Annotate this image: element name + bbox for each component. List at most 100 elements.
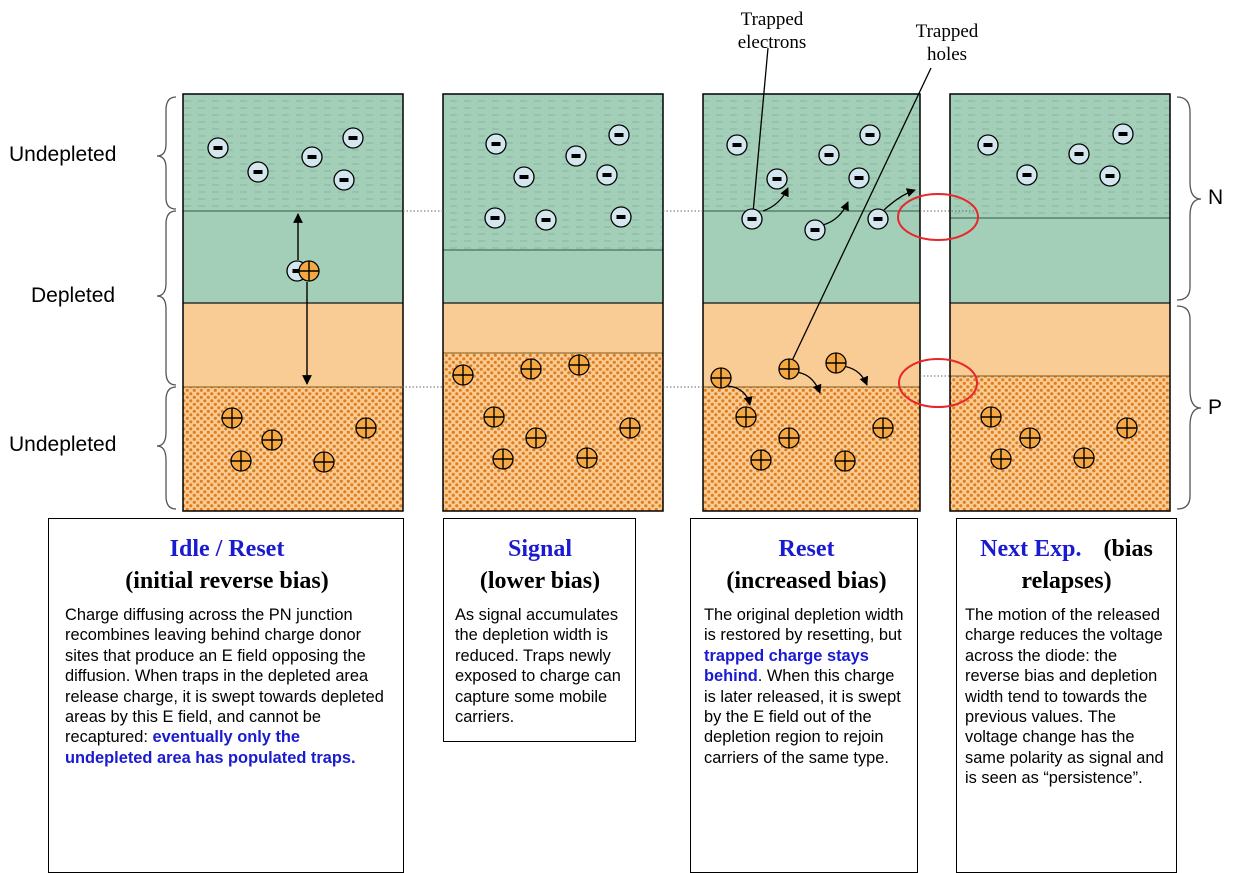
hole-icon — [576, 447, 598, 469]
callout-line-2: holes — [926, 44, 968, 65]
callout-line-1: Trapped — [915, 21, 979, 42]
panel-3-title: Reset — [778, 536, 835, 562]
electron-icon — [535, 209, 557, 231]
panel-1-text: Charge diffusing across the PN junction … — [65, 605, 389, 768]
panel-3-subtitle: (increased bias) — [726, 568, 887, 594]
electron-icon — [247, 161, 269, 183]
panel-4-title: Next Exp. — [980, 536, 1082, 562]
trapped-holes-callout: Trapped holes — [905, 20, 989, 66]
callout-line-2: electrons — [737, 32, 807, 53]
trapped-electrons-callout: Trapped electrons — [724, 8, 820, 54]
electron-icon — [596, 164, 618, 186]
label-undepleted-top: Undepleted — [9, 143, 117, 166]
panel-3-text: The original depletion width is restored… — [704, 605, 909, 768]
panel-1-subtitle: (initial reverse bias) — [125, 568, 329, 594]
panel-2-text: As signal accumulates the depletion widt… — [455, 606, 621, 727]
hole-icon — [872, 417, 894, 439]
charge-carriers — [207, 123, 1138, 473]
electron-icon — [766, 168, 788, 190]
hole-icon — [1116, 417, 1138, 439]
panel-2-subtitle: (lower bias) — [479, 568, 601, 594]
electron-icon — [485, 133, 507, 155]
panel-2-column — [442, 93, 664, 512]
guide-lines — [360, 210, 975, 388]
highlight-n-ellipse — [897, 193, 979, 241]
electron-icon — [741, 208, 763, 230]
hole-icon — [619, 417, 641, 439]
panel-4-column — [949, 93, 1171, 512]
electron-icon — [608, 124, 630, 146]
hole-icon — [778, 358, 800, 380]
electron-icon — [484, 207, 506, 229]
electron-icon — [513, 166, 535, 188]
electron-icon — [726, 134, 748, 156]
hole-icon — [750, 449, 772, 471]
hole-icon — [735, 406, 757, 428]
electron-icon — [804, 219, 826, 241]
electron-icon — [818, 144, 840, 166]
panel-4-subtitle-inline: (bias — [1103, 536, 1153, 562]
hole-icon — [230, 450, 252, 472]
right-braces — [1176, 96, 1202, 510]
label-undepleted-bottom: Undepleted — [9, 433, 117, 456]
hole-icon — [298, 260, 320, 282]
panel-4-title-line: Next Exp. (bias — [965, 533, 1168, 565]
panel-1-title: Idle / Reset — [169, 536, 285, 562]
hole-icon — [525, 427, 547, 449]
callout-line-1: Trapped — [740, 9, 804, 30]
panel-3-column — [702, 93, 921, 512]
electron-icon — [848, 167, 870, 189]
left-braces — [156, 96, 177, 510]
panel-1-description-box: Idle / Reset (initial reverse bias) Char… — [48, 518, 404, 873]
panel-2-description-box: Signal (lower bias) As signal accumulate… — [443, 518, 636, 742]
electron-icon — [1068, 143, 1090, 165]
hole-icon — [834, 450, 856, 472]
hole-icon — [778, 427, 800, 449]
highlight-p-ellipse — [898, 358, 978, 408]
hole-icon — [520, 358, 542, 380]
panel-3-tail: . When this charge is later released, it… — [704, 667, 901, 767]
label-n: N — [1208, 186, 1224, 209]
hole-icon — [980, 406, 1002, 428]
hole-icon — [483, 406, 505, 428]
hole-icon — [568, 354, 590, 376]
panel-1-emphasis: eventually only the undepleted area has … — [65, 728, 356, 767]
hole-icon — [452, 364, 474, 386]
panel-4-description-box: Next Exp. (bias relapses) The motion of t… — [956, 518, 1177, 873]
panel-3-body: The original depletion width is restored… — [704, 606, 904, 645]
electron-icon — [867, 208, 889, 230]
electron-icon — [977, 134, 999, 156]
hole-icon — [355, 417, 377, 439]
electron-icon — [1016, 164, 1038, 186]
panel-1-column — [182, 93, 404, 512]
hole-icon — [1073, 447, 1095, 469]
electron-icon — [565, 145, 587, 167]
electron-icon — [333, 169, 355, 191]
electron-icon — [342, 127, 364, 149]
hole-icon — [492, 448, 514, 470]
hole-icon — [261, 429, 283, 451]
panel-3-arrows — [727, 47, 932, 406]
electron-icon — [1112, 123, 1134, 145]
hole-icon — [313, 451, 335, 473]
label-p: P — [1208, 396, 1223, 419]
label-depleted: Depleted — [31, 284, 116, 307]
electron-icon — [859, 124, 881, 146]
panel-2-title: Signal — [507, 536, 573, 562]
hole-icon — [221, 407, 243, 429]
panel-3-emphasis: trapped charge stays behind — [704, 646, 869, 686]
hole-icon — [710, 367, 732, 389]
hole-icon — [1019, 427, 1041, 449]
panel-4-text: The motion of the released charge reduce… — [965, 606, 1164, 788]
electron-icon — [301, 146, 323, 168]
panel-3-description-box: Reset (increased bias) The original depl… — [690, 518, 918, 873]
hole-icon — [990, 448, 1012, 470]
electron-icon — [610, 206, 632, 228]
panel-4-subtitle: relapses) — [1021, 568, 1112, 594]
electron-icon — [1099, 165, 1121, 187]
panel-1-body: Charge diffusing across the PN junction … — [65, 606, 384, 747]
panel-1-arrows — [293, 213, 312, 385]
hole-icon — [825, 352, 847, 374]
electron-icon — [207, 137, 229, 159]
